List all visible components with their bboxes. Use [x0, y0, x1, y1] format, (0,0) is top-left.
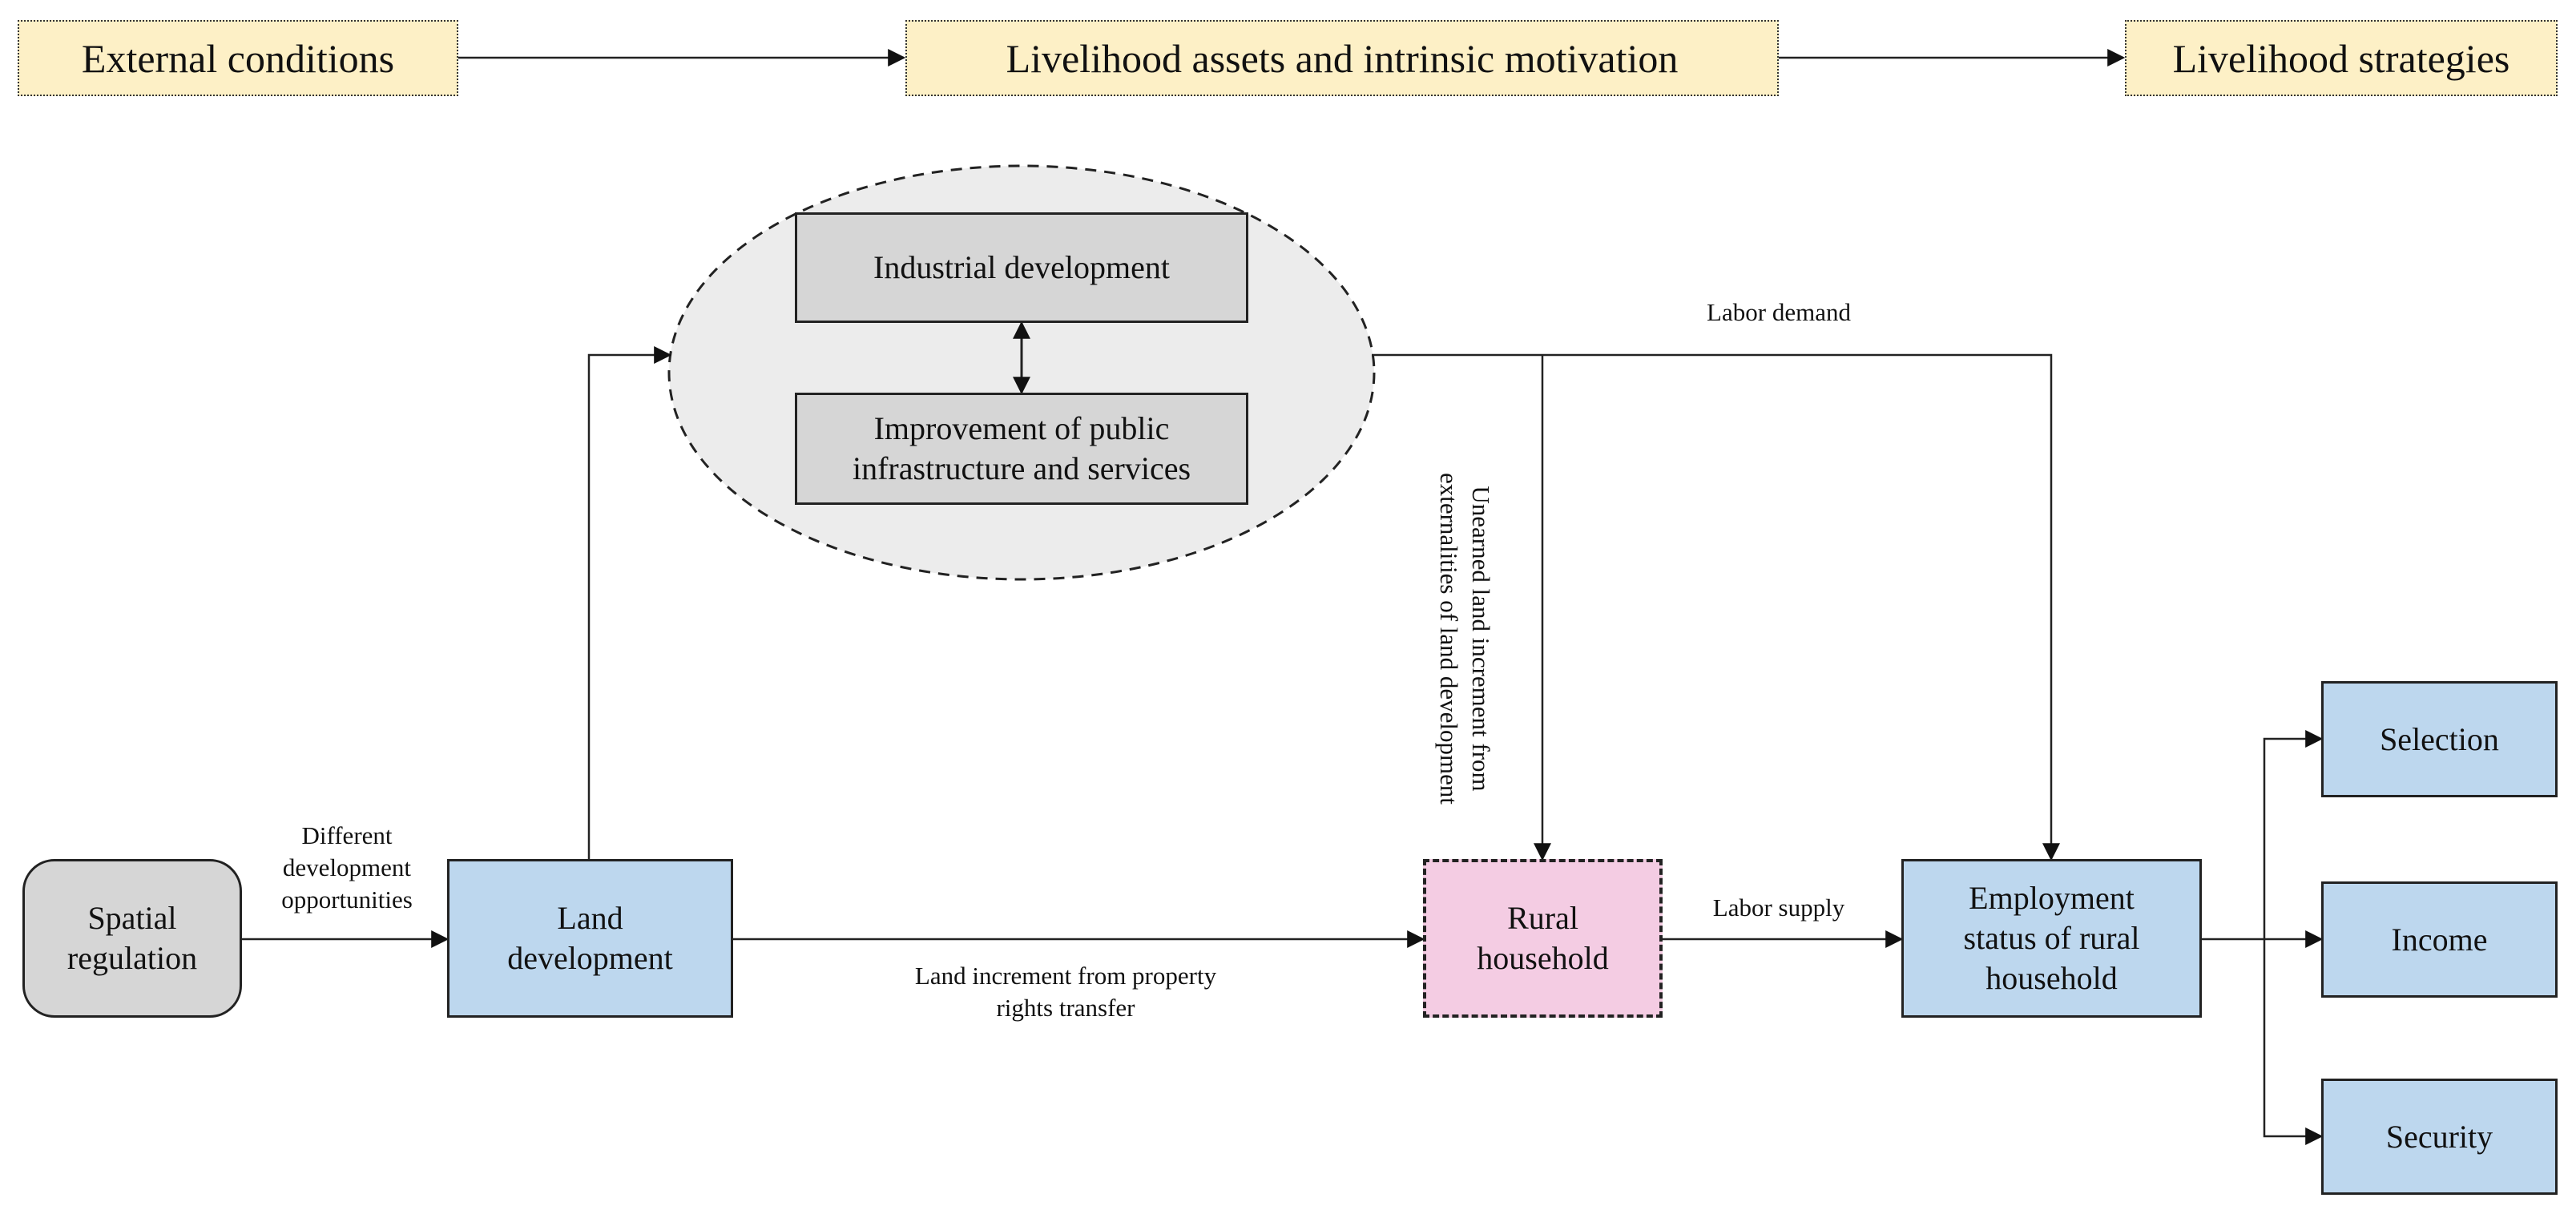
employment-status-label: Employment status of rural household: [1963, 880, 2140, 996]
stage-livelihood-assets: Livelihood assets and intrinsic motivati…: [905, 20, 1779, 96]
security-label: Security: [2385, 1118, 2493, 1155]
arrow-labor-demand: [1372, 353, 2060, 861]
arrow-to-selection: [2263, 730, 2324, 939]
spatial-regulation-label: Spatial regulation: [67, 900, 198, 976]
edge-label-labor-demand: Labor demand: [1707, 297, 1851, 326]
selection-label: Selection: [2380, 720, 2499, 757]
income-box: Income: [2321, 881, 2558, 998]
infrastructure-box: Improvement of public infrastructure and…: [795, 393, 1248, 505]
security-box: Security: [2321, 1079, 2558, 1195]
edge-label-unearned: Unearned land increment from externaliti…: [1435, 472, 1496, 805]
industrial-development-label: Industrial development: [873, 249, 1170, 285]
rural-household-label: Rural household: [1477, 900, 1609, 976]
stage-livelihood-strategies: Livelihood strategies: [2125, 20, 2558, 96]
edge-label-opportunities: Different development opportunities: [281, 821, 413, 914]
stage-external-label: External conditions: [81, 35, 395, 81]
land-development-box: Land development: [447, 859, 733, 1018]
spatial-regulation-box: Spatial regulation: [22, 859, 242, 1018]
stage-strategies-label: Livelihood strategies: [2172, 35, 2510, 81]
infrastructure-label: Improvement of public infrastructure and…: [852, 410, 1191, 486]
selection-box: Selection: [2321, 681, 2558, 797]
edge-label-labor-supply: Labor supply: [1712, 893, 1845, 922]
arrow-to-security: [2263, 939, 2324, 1145]
employment-status-box: Employment status of rural household: [1901, 859, 2202, 1018]
industrial-development-box: Industrial development: [795, 212, 1248, 323]
land-development-label: Land development: [507, 900, 673, 976]
stage-external-conditions: External conditions: [18, 20, 458, 96]
income-label: Income: [2391, 921, 2488, 958]
stage-assets-label: Livelihood assets and intrinsic motivati…: [1006, 35, 1679, 81]
arrow-land-to-ellipse: [587, 346, 672, 859]
rural-household-box: Rural household: [1423, 859, 1663, 1018]
edge-label-property-rights: Land increment from property rights tran…: [914, 961, 1217, 1022]
